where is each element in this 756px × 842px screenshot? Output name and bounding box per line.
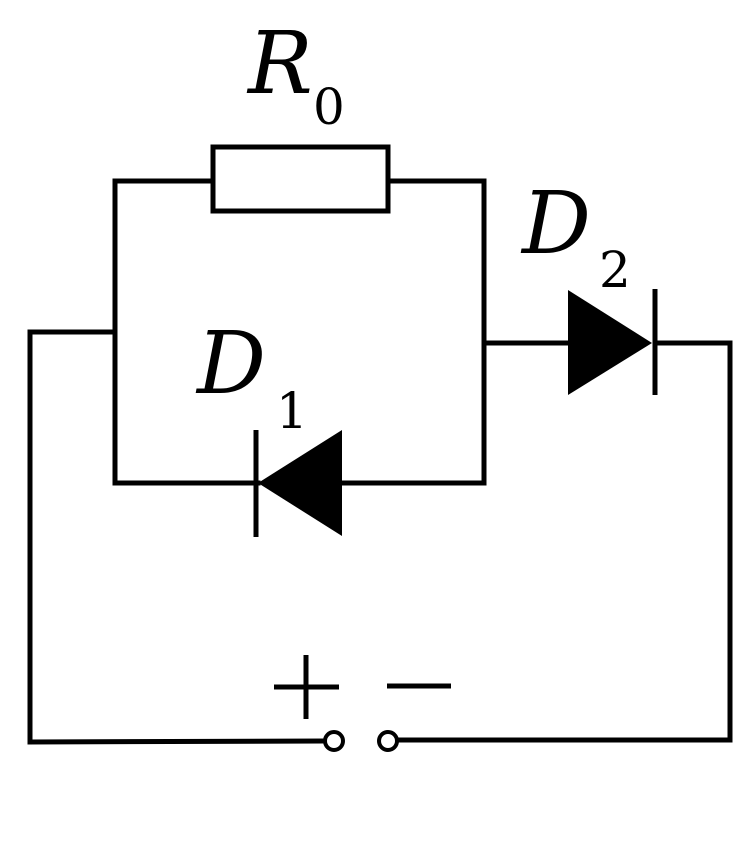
label-r0-subscript: 0 xyxy=(313,78,345,136)
wire-left-outer xyxy=(27,329,328,745)
wire-parallel-top-right xyxy=(385,178,487,486)
resistor-r0 xyxy=(210,144,391,214)
wires xyxy=(27,178,733,745)
diode-d2-triangle xyxy=(568,290,652,395)
positive-sign xyxy=(274,655,339,719)
wire-right-outer xyxy=(395,340,733,743)
label-r0-letter: R xyxy=(246,14,313,114)
label-d2-subscript: 2 xyxy=(599,241,631,299)
wire-parallel-top-left xyxy=(112,178,216,486)
diode-d2 xyxy=(568,289,658,395)
label-d1-letter: D xyxy=(195,314,266,414)
terminal-negative xyxy=(377,730,399,752)
terminal-positive xyxy=(323,730,345,752)
diode-d1 xyxy=(253,430,342,537)
label-d2-letter: D xyxy=(520,174,591,274)
label-d1-subscript: 1 xyxy=(276,382,308,440)
diode-d1-triangle xyxy=(258,430,342,536)
